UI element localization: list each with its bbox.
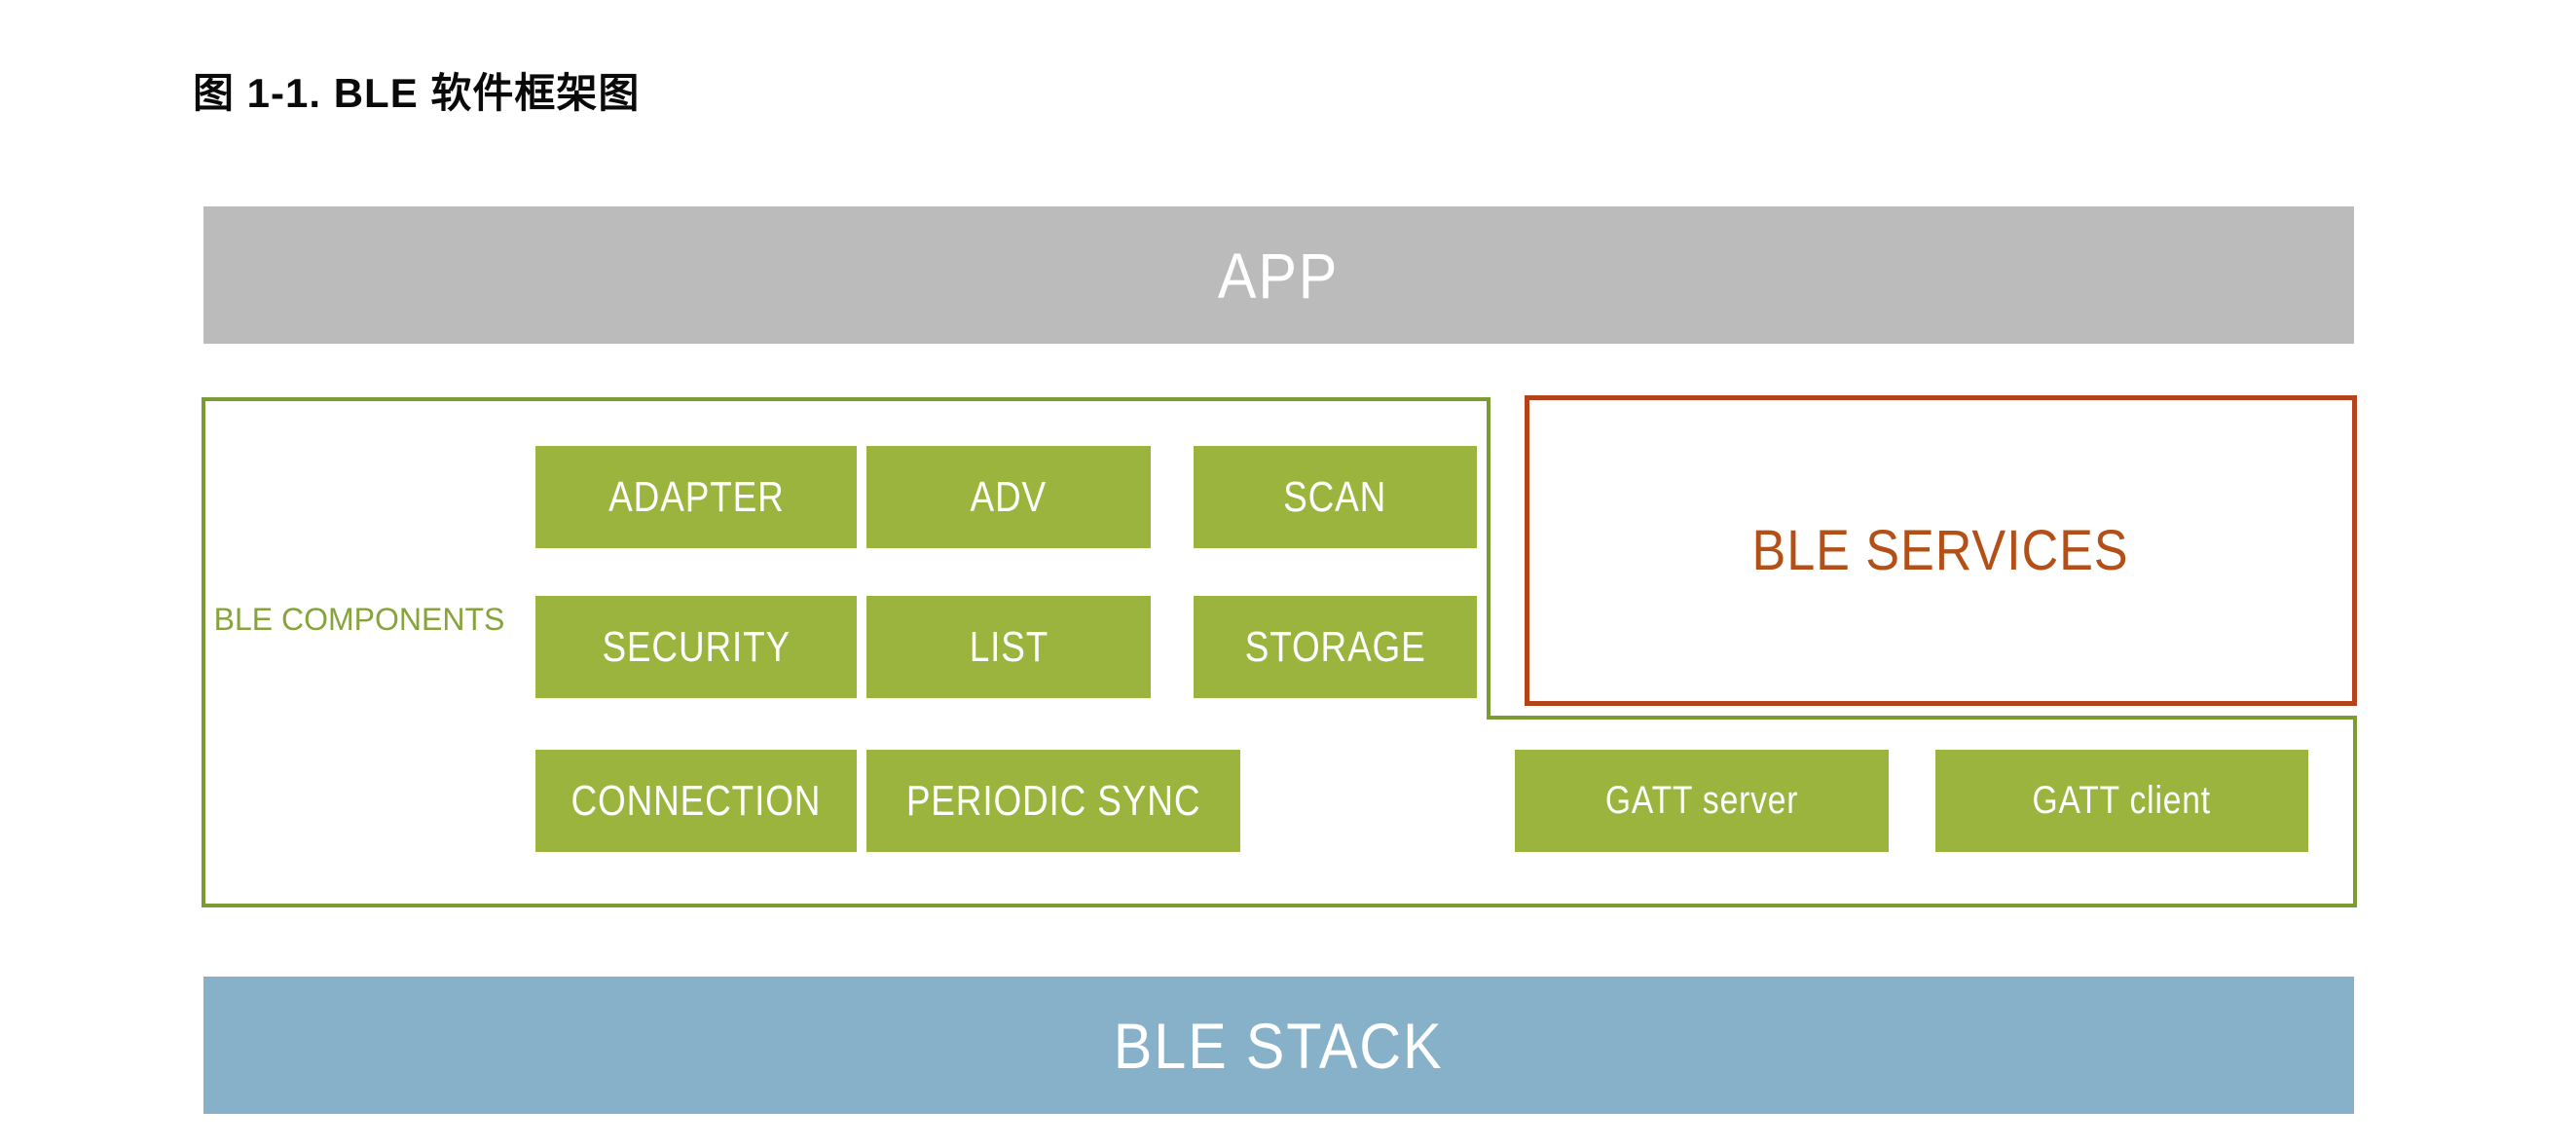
component-box-storage: STORAGE <box>1194 596 1477 698</box>
component-box-list: LIST <box>866 596 1151 698</box>
component-box-connection: CONNECTION <box>535 750 857 852</box>
component-box-scan: SCAN <box>1194 446 1477 548</box>
components-panel-border-top <box>202 397 1490 401</box>
component-box-security: SECURITY <box>535 596 857 698</box>
gatt-client-box: GATT client <box>1935 750 2308 852</box>
ble-services-label: BLE SERVICES <box>1751 519 2129 582</box>
component-box-security-label: SECURITY <box>602 622 791 671</box>
components-panel-border-notch-horizontal <box>1487 716 2357 720</box>
app-layer-label: APP <box>1218 239 1340 312</box>
app-layer-bar: APP <box>203 206 2354 344</box>
component-box-periodic-sync: PERIODIC SYNC <box>866 750 1240 852</box>
components-panel-border-right <box>2353 716 2357 907</box>
component-box-storage-label: STORAGE <box>1244 622 1426 671</box>
component-box-connection-label: CONNECTION <box>570 776 822 825</box>
ble-stack-layer-bar: BLE STACK <box>203 977 2354 1114</box>
component-box-adv-label: ADV <box>970 472 1048 521</box>
component-box-scan-label: SCAN <box>1283 472 1387 521</box>
component-box-periodic-sync-label: PERIODIC SYNC <box>905 776 1201 825</box>
ble-stack-layer-label: BLE STACK <box>1114 1009 1444 1082</box>
component-box-adv: ADV <box>866 446 1151 548</box>
component-box-list-label: LIST <box>969 622 1049 671</box>
figure-title: 图 1-1. BLE 软件框架图 <box>193 70 641 116</box>
components-panel-border-notch-vertical <box>1487 397 1490 720</box>
components-panel-border-left <box>202 397 205 907</box>
gatt-server-label: GATT server <box>1604 779 1799 822</box>
component-box-adapter: ADAPTER <box>535 446 857 548</box>
ble-components-label: BLE COMPONENTS <box>213 602 505 637</box>
component-box-adapter-label: ADAPTER <box>607 472 785 521</box>
gatt-server-box: GATT server <box>1515 750 1889 852</box>
gatt-client-label: GATT client <box>2032 779 2212 822</box>
ble-services-box: BLE SERVICES <box>1525 395 2357 706</box>
components-panel-border-bottom <box>202 904 2357 907</box>
